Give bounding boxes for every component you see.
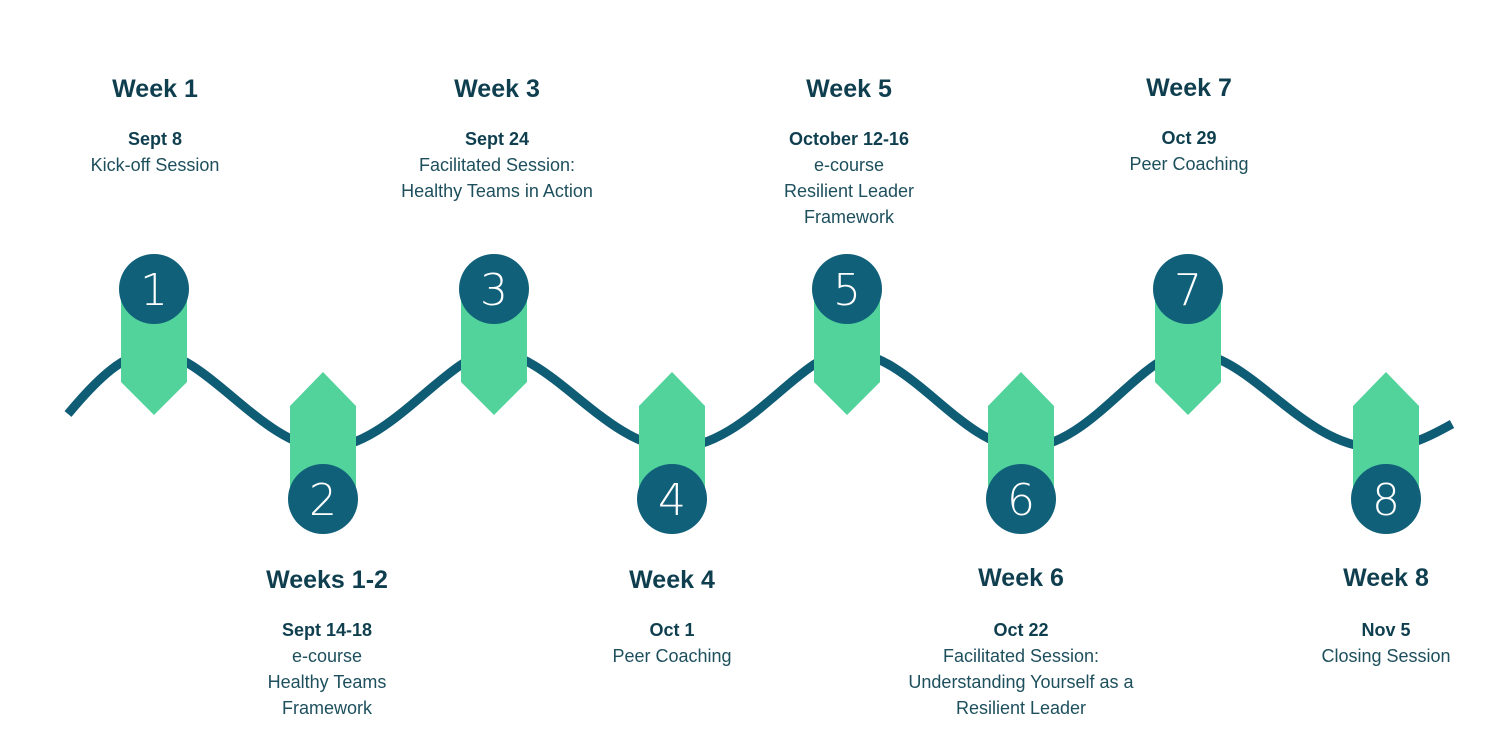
milestone-8-label: Week 8 Nov 5 Closing Session (1236, 563, 1497, 669)
milestone-description: Understanding Yourself as a (908, 672, 1134, 692)
marker-number: 5 (833, 265, 861, 316)
milestone-description: Healthy Teams in Action (401, 181, 593, 201)
milestone-title: Week 5 (806, 75, 892, 103)
milestone-1-label: Week 1 Sept 8 Kick-off Session (5, 74, 305, 178)
milestone-marker-2: 2 (288, 372, 358, 534)
timeline-wave (64, 347, 1455, 453)
milestone-date: October 12-16 (788, 129, 910, 149)
milestone-date: Sept 8 (127, 129, 183, 149)
marker-circle (1351, 464, 1421, 534)
milestone-date: Oct 22 (993, 620, 1049, 640)
marker-pointer (461, 289, 527, 415)
milestone-title: Week 6 (978, 564, 1064, 592)
milestone-title: Week 7 (1146, 74, 1232, 102)
milestone-description: Healthy Teams (267, 672, 387, 692)
marker-circle (459, 254, 529, 324)
marker-number: 4 (658, 475, 686, 526)
milestone-description: Resilient Leader (783, 181, 915, 201)
milestone-title: Week 1 (112, 75, 198, 103)
marker-pointer (814, 289, 880, 415)
milestone-date: Sept 14-18 (281, 620, 373, 640)
milestone-marker-4: 4 (637, 372, 707, 534)
milestone-description: Framework (803, 207, 894, 227)
marker-number: 3 (480, 265, 508, 316)
marker-circle (288, 464, 358, 534)
marker-circle (812, 254, 882, 324)
milestone-date: Sept 24 (464, 129, 530, 149)
milestone-title: Week 3 (454, 75, 540, 103)
milestone-description: Resilient Leader (955, 698, 1087, 718)
milestone-5-label: Week 5 October 12-16 e-course Resilient … (699, 74, 999, 230)
milestone-description: Kick-off Session (90, 155, 220, 175)
milestone-description: e-course (291, 646, 363, 666)
marker-circle (1153, 254, 1223, 324)
marker-number: 1 (140, 265, 168, 316)
marker-circle (119, 254, 189, 324)
milestone-title: Week 8 (1343, 564, 1429, 592)
milestone-3-label: Week 3 Sept 24 Facilitated Session: Heal… (347, 74, 647, 204)
marker-pointer (1353, 372, 1419, 499)
milestone-title: Week 4 (629, 566, 715, 594)
marker-pointer (290, 372, 356, 499)
marker-number: 7 (1174, 265, 1202, 316)
milestone-2-label: Weeks 1-2 Sept 14-18 e-course Healthy Te… (177, 565, 477, 721)
milestone-description: Facilitated Session: (942, 646, 1100, 666)
milestone-description: Peer Coaching (612, 646, 732, 666)
milestone-description: Closing Session (1321, 646, 1451, 666)
marker-number: 2 (309, 475, 337, 526)
marker-number: 6 (1007, 475, 1035, 526)
marker-circle (637, 464, 707, 534)
milestone-6-label: Week 6 Oct 22 Facilitated Session: Under… (871, 563, 1171, 721)
milestone-date: Oct 29 (1161, 128, 1217, 148)
milestone-marker-6: 6 (986, 372, 1056, 534)
milestone-date: Oct 1 (649, 620, 695, 640)
milestone-7-label: Week 7 Oct 29 Peer Coaching (1039, 73, 1339, 177)
milestone-marker-5: 5 (812, 254, 882, 415)
milestone-description: e-course (813, 155, 885, 175)
milestone-description: Framework (281, 698, 372, 718)
marker-pointer (121, 289, 187, 415)
milestone-marker-3: 3 (459, 254, 529, 415)
milestone-marker-7: 7 (1153, 254, 1223, 415)
milestone-4-label: Week 4 Oct 1 Peer Coaching (522, 565, 822, 669)
marker-number: 8 (1372, 475, 1400, 526)
marker-circle (986, 464, 1056, 534)
milestone-marker-1: 1 (119, 254, 189, 415)
marker-pointer (639, 372, 705, 499)
milestone-description: Facilitated Session: (418, 155, 576, 175)
marker-pointer (1155, 289, 1221, 415)
milestone-date: Nov 5 (1361, 620, 1411, 640)
milestone-description: Peer Coaching (1129, 154, 1249, 174)
milestone-marker-8: 8 (1351, 372, 1421, 534)
marker-pointer (988, 372, 1054, 499)
milestone-title: Weeks 1-2 (266, 566, 388, 594)
